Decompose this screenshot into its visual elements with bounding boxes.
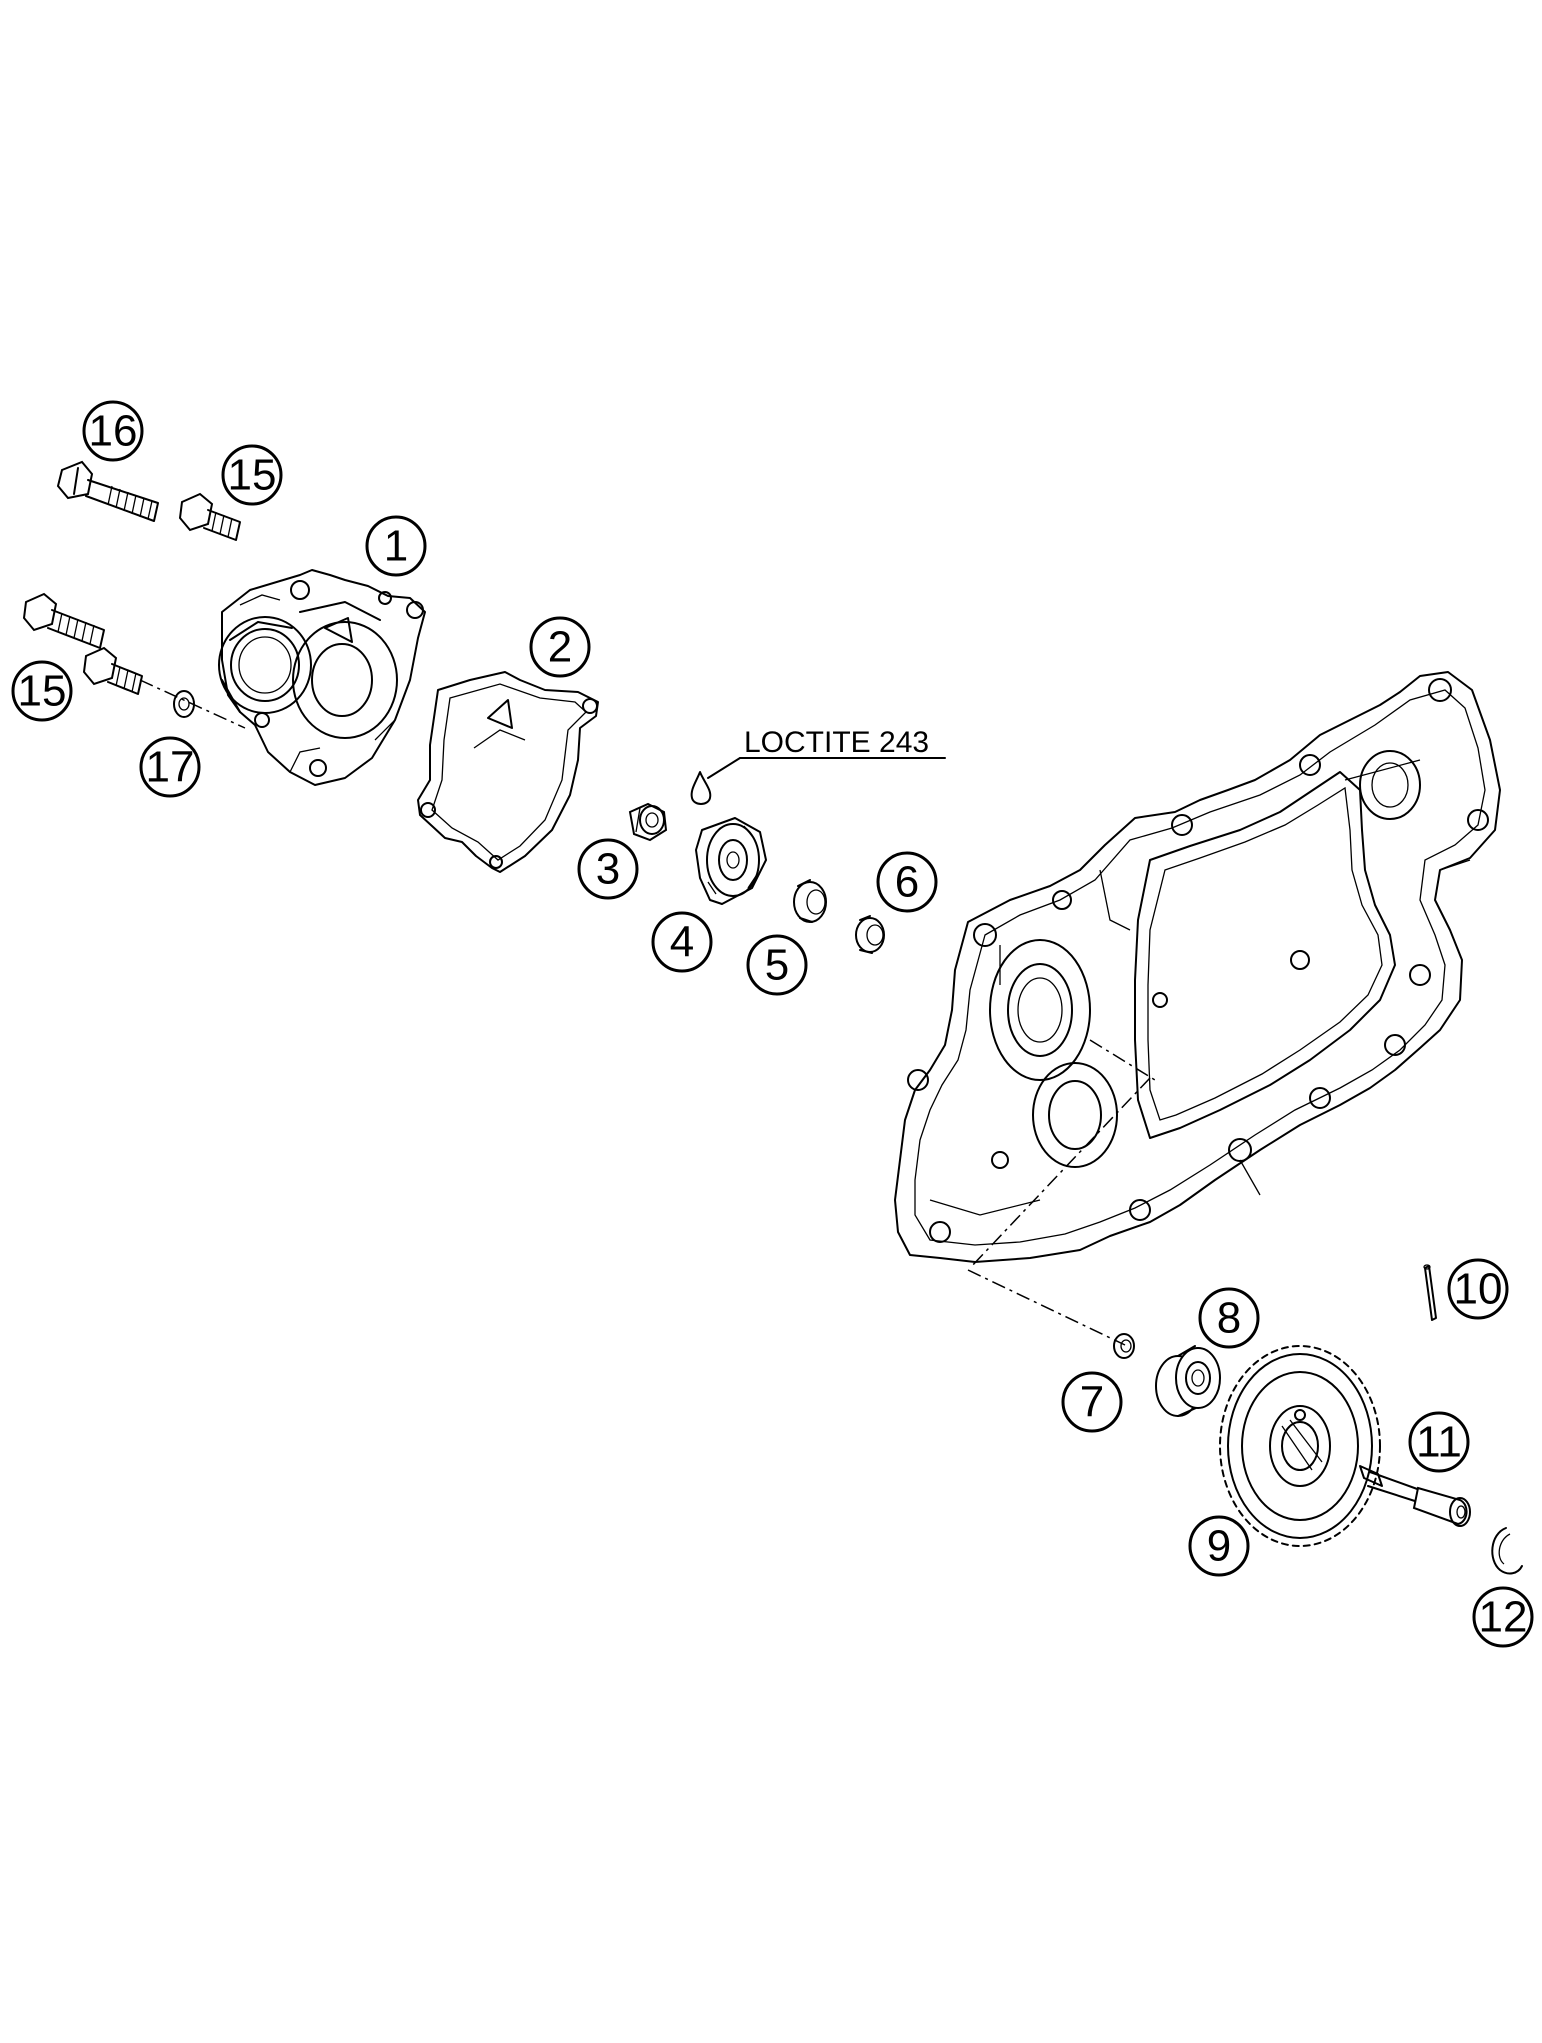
svg-text:8: 8 — [1217, 1294, 1241, 1343]
part-4-impeller — [695, 817, 767, 905]
part-15-upper-bolt — [178, 492, 241, 541]
svg-text:6: 6 — [895, 858, 919, 907]
part-16-long-bolt — [56, 460, 159, 522]
part-9-gear — [1219, 1345, 1381, 1547]
callout-5: 5 — [746, 934, 808, 996]
svg-text:1: 1 — [384, 522, 408, 571]
part-6-seal — [855, 915, 885, 954]
part-8-bearing — [1155, 1345, 1221, 1417]
part-12-circlip — [1491, 1527, 1523, 1575]
loctite-drop — [690, 771, 712, 805]
callout-7: 7 — [1061, 1371, 1123, 1433]
svg-text:17: 17 — [146, 743, 195, 792]
callout-15-lower: 15 — [11, 660, 73, 722]
svg-text:10: 10 — [1454, 1265, 1503, 1314]
callout-9: 9 — [1188, 1515, 1250, 1577]
svg-text:2: 2 — [548, 623, 572, 672]
part-2-gasket — [417, 671, 599, 873]
svg-text:15: 15 — [18, 667, 67, 716]
part-5-seal — [793, 879, 827, 923]
svg-text:7: 7 — [1080, 1378, 1104, 1427]
svg-text:5: 5 — [765, 941, 789, 990]
svg-text:15: 15 — [228, 451, 277, 500]
svg-text:3: 3 — [596, 845, 620, 894]
svg-text:12: 12 — [1479, 1593, 1528, 1642]
part-15-lower-bolt-a — [22, 592, 105, 649]
svg-text:9: 9 — [1207, 1522, 1231, 1571]
svg-text:11: 11 — [1416, 1418, 1462, 1467]
callout-2: 2 — [529, 616, 591, 678]
callout-16: 16 — [82, 400, 144, 462]
svg-text:4: 4 — [670, 918, 694, 967]
svg-text:16: 16 — [89, 407, 138, 456]
callout-11: 11 — [1408, 1411, 1470, 1473]
callout-10: 10 — [1447, 1258, 1509, 1320]
callout-3: 3 — [577, 838, 639, 900]
part-10-pin — [1423, 1264, 1437, 1321]
callout-8: 8 — [1198, 1287, 1260, 1349]
part-17-washer — [173, 690, 195, 718]
assembly-axis-lines — [139, 679, 1156, 1346]
part-7-washer — [1113, 1333, 1135, 1359]
callout-17: 17 — [139, 736, 201, 798]
engine-case-cover — [894, 671, 1501, 1263]
callout-15-upper: 15 — [221, 444, 283, 506]
callout-12: 12 — [1472, 1586, 1534, 1648]
part-11-shaft — [1359, 1465, 1471, 1527]
part-15-lower-bolt-b — [82, 646, 143, 695]
callout-6: 6 — [876, 851, 938, 913]
callout-4: 4 — [651, 911, 713, 973]
part-1-water-pump-cover — [218, 569, 426, 786]
loctite-leader-line — [707, 757, 741, 779]
loctite-label: LOCTITE 243 — [744, 726, 929, 759]
part-3-nut — [628, 802, 668, 842]
callout-1: 1 — [365, 515, 427, 577]
